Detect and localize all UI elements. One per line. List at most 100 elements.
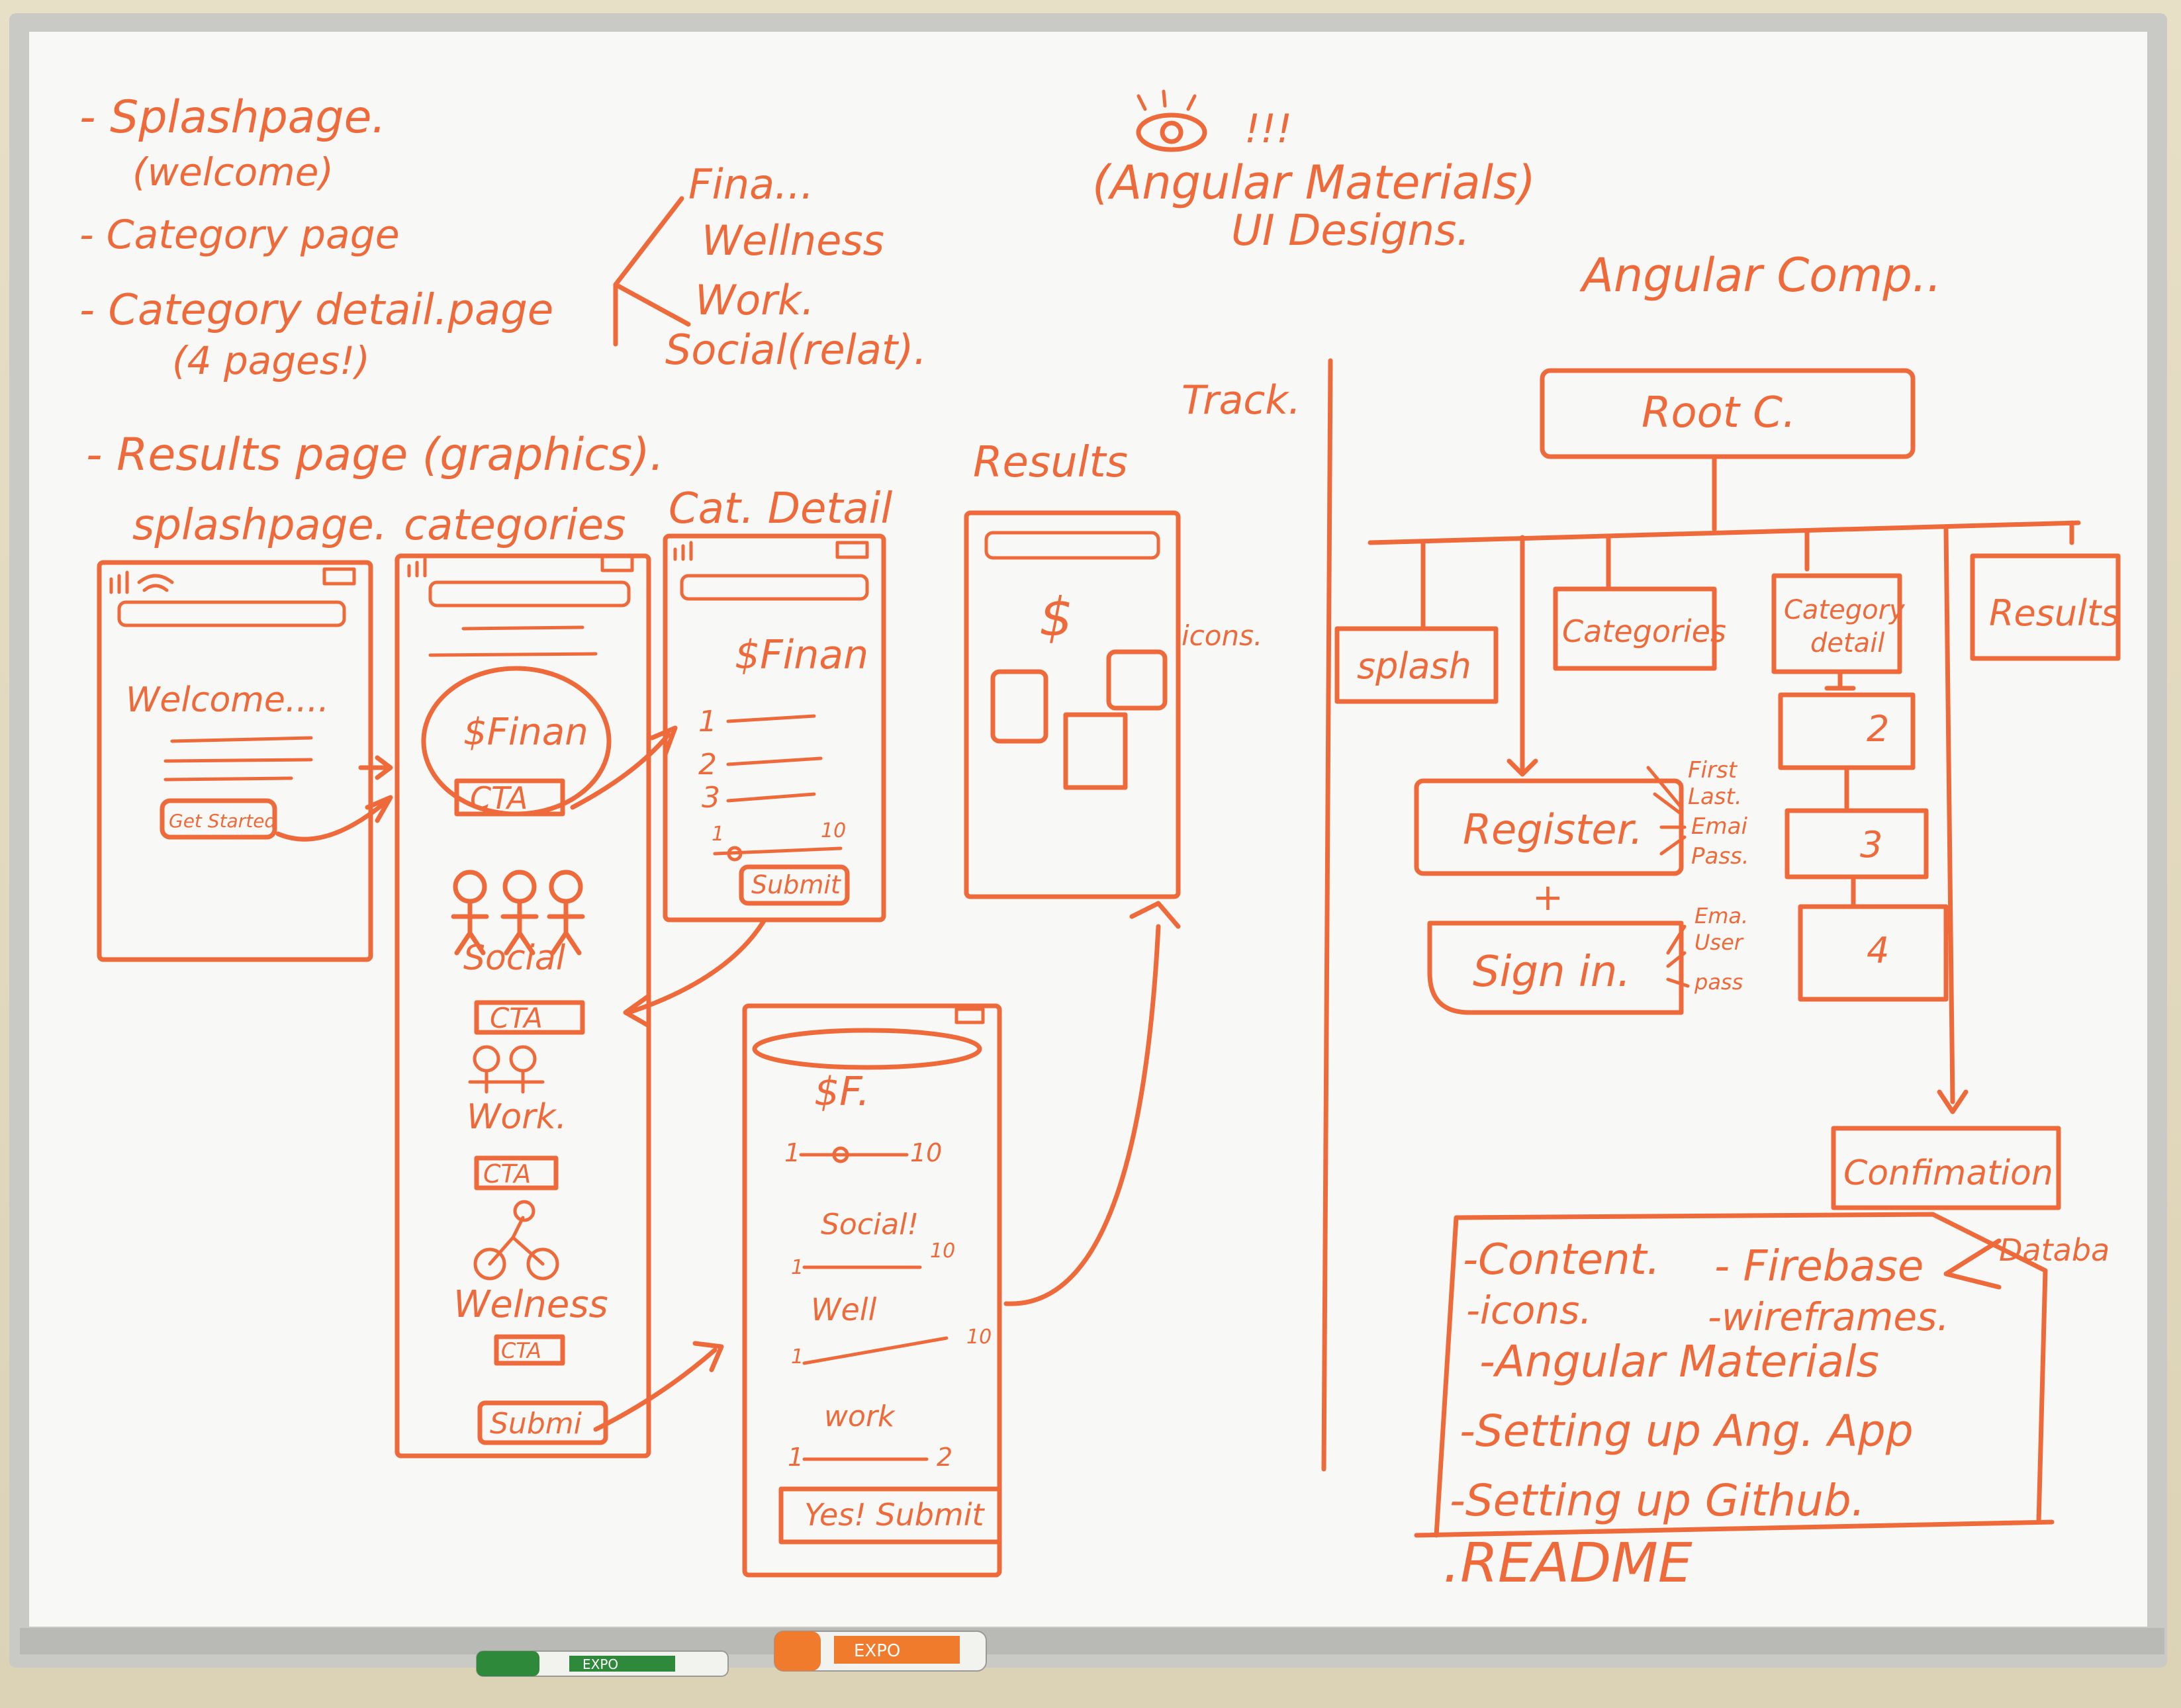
note-splashpage: - Splashpage. [79, 91, 386, 144]
signin-field: User [1694, 930, 1744, 955]
detail-label-2: detail [1810, 628, 1884, 658]
detail-label-1: Category [1784, 595, 1906, 625]
results-node [1970, 553, 2121, 661]
submit-label: Submit [751, 870, 842, 899]
cta-label: CTA [490, 1002, 543, 1034]
register-field: Last. [1688, 784, 1742, 810]
signal-icon [109, 570, 129, 594]
splash-node [1334, 626, 1499, 704]
summary-title: $F. [814, 1069, 870, 1115]
result-icon [990, 669, 1048, 744]
address-bar [117, 600, 346, 627]
page-3-label: 3 [1860, 824, 1882, 866]
cta-label: CTA [501, 1338, 541, 1363]
result-icon [1106, 649, 1168, 711]
battery-icon [835, 541, 869, 559]
row-number: 2 [698, 748, 717, 782]
address-bar [984, 531, 1160, 560]
signal-icon [407, 557, 427, 578]
slider-min: 1 [791, 1345, 804, 1369]
label-splash: splashpage. [132, 501, 387, 550]
wifi-icon [137, 574, 174, 592]
page-2-label: 2 [1867, 708, 1889, 750]
page-4-label: 4 [1867, 930, 1889, 971]
board-surface [29, 32, 2147, 1627]
note-welcome: (welcome) [132, 150, 334, 195]
address-bar [428, 580, 631, 607]
finance-label: $Finan [463, 711, 588, 754]
bicycle-icon [473, 1200, 559, 1281]
summary-social: Social! [821, 1208, 919, 1241]
category-item: Wellness [702, 216, 884, 265]
note-four-pages: (4 pages!) [172, 338, 370, 383]
arrow [570, 725, 678, 810]
root-node [1540, 368, 1916, 459]
arrow [623, 917, 767, 1028]
green-marker-label: EXPO [582, 1656, 618, 1672]
welcome-text: Welcome.... [126, 680, 329, 720]
slider-min: 1 [784, 1138, 800, 1167]
submit-label: Submi [490, 1407, 582, 1441]
category-item: Work. [695, 276, 814, 324]
wellness-label: Welness [453, 1283, 608, 1326]
register-field: First [1688, 757, 1738, 784]
icons-label: icons. [1182, 619, 1262, 652]
results-label: Results [1989, 592, 2119, 634]
splash-label: splash [1357, 645, 1471, 687]
get-started-button [160, 798, 277, 840]
signin-field: Ema. [1694, 903, 1748, 928]
splash-wireframe: Welcome.... Get Started [97, 560, 393, 962]
todo-wireframes: -wireframes. [1708, 1294, 1949, 1339]
work-label: Work. [467, 1097, 567, 1137]
categories-label: Categories [1562, 613, 1726, 649]
page-node-4 [1798, 904, 1949, 1002]
signin-field: pass [1694, 969, 1743, 995]
root-label: Root C. [1642, 388, 1796, 437]
plus-sign: + [1532, 876, 1563, 919]
angular-materials-note: !!! (Angular Materials) UI Designs. [1092, 89, 1536, 255]
cta-label: CTA [483, 1159, 531, 1189]
results-dollar: $ [1039, 586, 1073, 648]
battery-icon [322, 567, 356, 586]
eye-icon [1136, 89, 1207, 152]
track-label: Track. [1182, 377, 1301, 424]
label-results: Results [973, 438, 1128, 487]
todo-box: -Content. - Firebase Databa -icons. -wir… [1414, 1212, 2110, 1595]
todo-setting-up-github: -Setting up Github. [1450, 1475, 1865, 1526]
slider-max: 2 [937, 1443, 952, 1472]
get-started-label: Get Started [169, 810, 276, 832]
row-number: 3 [702, 781, 720, 815]
categories-node [1553, 586, 1717, 671]
result-icon [1063, 712, 1128, 790]
address-bar [680, 574, 869, 601]
label-categories: categories [404, 501, 626, 550]
slider-max: 10 [910, 1138, 942, 1167]
row-number: 1 [698, 705, 717, 739]
todo-readme: .README [1443, 1532, 1693, 1595]
address-bar [752, 1028, 982, 1070]
slider-max: 10 [966, 1326, 992, 1349]
battery-icon [954, 1007, 985, 1024]
category-item: Social(relat). [665, 326, 927, 374]
component-tree: Root C. splash Categories Category detai… [1334, 368, 2121, 1210]
angular-comp-heading: Angular Comp.. [1579, 248, 1941, 302]
ui-designs-label: UI Designs. [1231, 206, 1470, 255]
angular-materials-label: (Angular Materials) [1092, 156, 1536, 210]
arrow [1003, 901, 1181, 1306]
page-node-3 [1785, 808, 1929, 879]
register-field: Pass. [1691, 843, 1749, 870]
confirmation-node [1831, 1126, 2061, 1210]
note-category-page: - Category page [79, 212, 400, 258]
orange-marker-label: EXPO [854, 1641, 900, 1661]
todo-firebase: - Firebase [1714, 1242, 1924, 1291]
battery-icon [600, 554, 634, 572]
arrow [593, 1341, 724, 1432]
slider-min: 1 [791, 1256, 804, 1279]
slider-min: 1 [712, 823, 724, 846]
exclamations: !!! [1244, 106, 1292, 152]
detail-title: $Finan [735, 632, 868, 678]
arrow [275, 795, 393, 842]
social-label: Social [463, 938, 566, 978]
confirmation-label: Confimation [1843, 1153, 2053, 1193]
